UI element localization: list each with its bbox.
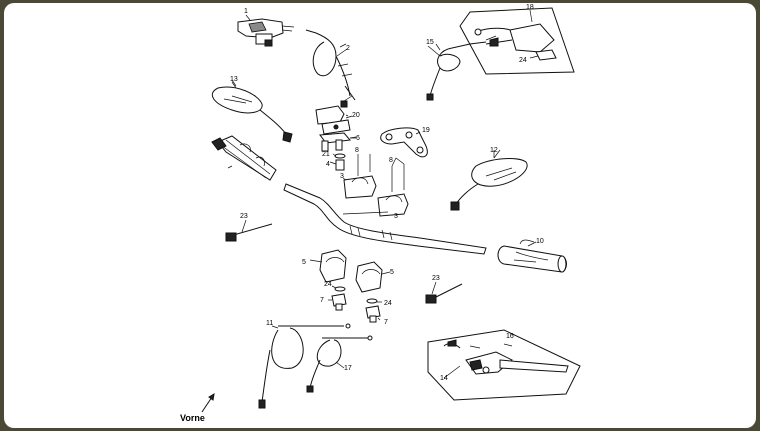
label-part-21: 21 [322,151,330,158]
label-part-7-right: 7 [384,319,388,326]
label-part-5-right: 5 [390,269,394,276]
label-part-24-left: 24 [324,281,332,288]
part-labels: 1 2 3 3 4 5 5 6 7 7 8 8 10 11 12 13 14 1… [180,4,544,423]
part-12-right-mirror [450,149,528,211]
label-part-23-left: 23 [240,213,248,220]
part-23-cable-ties [225,223,463,304]
label-part-18: 18 [526,4,534,11]
label-part-7-left: 7 [320,297,324,304]
label-part-12: 12 [490,147,498,154]
handlebar [283,183,487,255]
label-part-3-lower: 3 [394,213,398,220]
label-part-11: 11 [266,320,273,327]
label-part-2: 2 [346,45,350,52]
part-left-grip [211,135,277,181]
leader-lines [231,9,539,379]
label-part-23-right: 23 [432,275,440,282]
part-3-upper-clamps [343,154,409,217]
label-part-24-inset: 24 [519,57,527,64]
label-part-1: 1 [244,8,248,15]
direction-indicator [201,393,215,413]
label-part-10: 10 [536,238,544,245]
label-part-16: 16 [506,333,514,340]
part-2-throttle-cable [305,29,356,108]
label-part-8-right: 8 [389,157,393,164]
label-part-17: 17 [344,365,352,372]
label-part-24-right: 24 [384,300,392,307]
part-5-lower-clamps [319,249,383,293]
part-15-clutch-cable [426,35,497,101]
label-part-15: 15 [426,39,434,46]
label-part-4: 4 [326,161,330,168]
part-1-left-switch [237,14,295,47]
label-part-6: 6 [356,135,360,142]
part-24-washers-7-bolts [331,286,381,323]
label-part-19: 19 [422,127,430,134]
label-part-8-left: 8 [355,147,359,154]
label-part-20: 20 [352,112,360,119]
label-part-3-upper: 3 [340,173,344,180]
part-10-right-grip [497,239,567,273]
part-19-bracket [380,127,428,158]
part-6-key-block [319,132,356,171]
label-part-5-left: 5 [302,259,306,266]
part-11-17-cables [258,323,373,409]
label-part-14: 14 [440,375,448,382]
direction-label: Vorne [180,413,205,423]
label-part-13: 13 [230,76,238,83]
part-20-clamp-switch [315,105,351,135]
part-18-right-switch-inset [459,7,575,75]
part-13-left-mirror [211,79,293,143]
part-16-brake-lever-inset [427,329,581,401]
